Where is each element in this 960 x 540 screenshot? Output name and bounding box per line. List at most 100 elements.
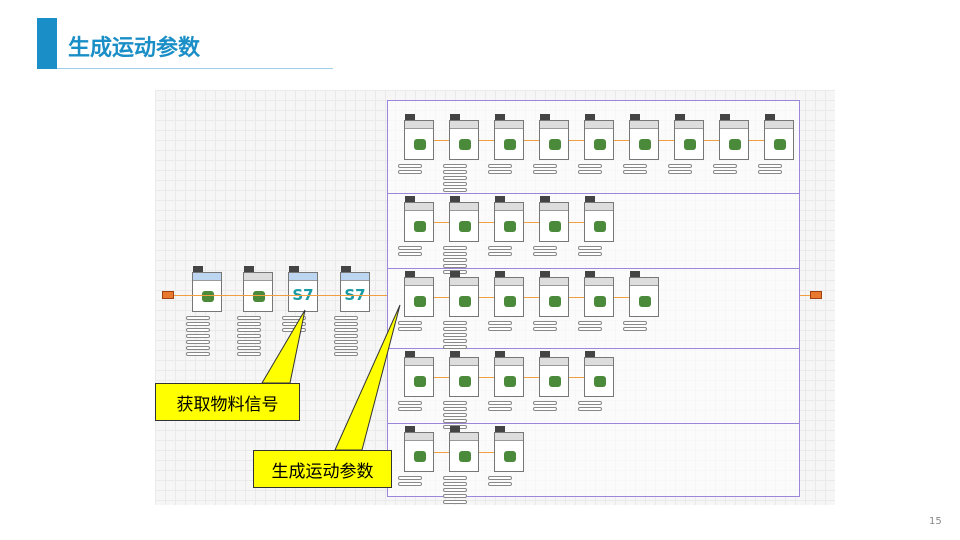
node-header (630, 278, 658, 286)
node-tag (540, 351, 550, 357)
node-port (186, 328, 210, 332)
gear-module-icon (594, 139, 606, 150)
slide-title: 生成运动参数 (68, 36, 201, 61)
node-tag (450, 114, 460, 120)
node-tag (495, 271, 505, 277)
callout-pointer-2 (334, 304, 401, 451)
diagram-node[interactable] (539, 196, 569, 242)
node-port (443, 401, 467, 405)
node-port (623, 327, 647, 331)
diagram-node[interactable] (449, 114, 479, 160)
node-port (398, 407, 422, 411)
diagram-node[interactable] (674, 114, 704, 160)
node-port (237, 334, 261, 338)
node-port (623, 164, 647, 168)
node-port (443, 258, 467, 262)
diagram-node[interactable] (404, 114, 434, 160)
connector-wire (800, 295, 810, 296)
diagram-node[interactable] (449, 196, 479, 242)
node-header (585, 121, 613, 129)
node-tag (585, 196, 595, 202)
node-port (488, 401, 512, 405)
gear-module-icon (459, 296, 471, 307)
node-port (334, 322, 358, 326)
node-port (578, 170, 602, 174)
diagram-node[interactable] (449, 351, 479, 397)
node-port (668, 164, 692, 168)
gear-module-icon (684, 139, 696, 150)
node-port (186, 322, 210, 326)
diagram-node[interactable] (584, 271, 614, 317)
gear-module-icon (414, 221, 426, 232)
node-port (334, 352, 358, 356)
gear-module-icon (549, 139, 561, 150)
node-header (540, 358, 568, 366)
diagram-node[interactable] (494, 351, 524, 397)
page-number: 15 (929, 516, 942, 527)
node-tag (405, 114, 415, 120)
node-tag (450, 426, 460, 432)
diagram-node[interactable] (584, 351, 614, 397)
node-header (495, 433, 523, 441)
diagram-node[interactable] (584, 114, 614, 160)
node-port (578, 407, 602, 411)
diagram-node[interactable] (719, 114, 749, 160)
node-port (488, 476, 512, 480)
diagram-node[interactable]: S7 (288, 266, 318, 312)
diagram-node[interactable] (584, 196, 614, 242)
node-header (405, 121, 433, 129)
node-header (450, 121, 478, 129)
diagram-node[interactable] (629, 271, 659, 317)
diagram-node[interactable] (539, 114, 569, 160)
node-header (450, 358, 478, 366)
diagram-node[interactable] (494, 426, 524, 472)
diagram-node[interactable] (629, 114, 659, 160)
gear-module-icon (504, 296, 516, 307)
diagram-node[interactable] (404, 351, 434, 397)
node-port (533, 401, 557, 405)
node-port (488, 164, 512, 168)
node-port (443, 500, 467, 504)
diagram-node[interactable] (539, 351, 569, 397)
diagram-node[interactable] (539, 271, 569, 317)
node-port (578, 246, 602, 250)
diagram-node[interactable] (449, 271, 479, 317)
diagram-node[interactable] (494, 271, 524, 317)
node-tag (540, 114, 550, 120)
node-header (540, 121, 568, 129)
node-port (443, 488, 467, 492)
node-tag (495, 196, 505, 202)
node-tag (630, 114, 640, 120)
node-header (495, 278, 523, 286)
gear-module-icon (594, 296, 606, 307)
connector-wire (174, 295, 387, 296)
node-port (398, 246, 422, 250)
node-tag (405, 271, 415, 277)
node-header (585, 203, 613, 211)
node-tag (495, 426, 505, 432)
node-header (540, 203, 568, 211)
diagram-node[interactable] (192, 266, 222, 312)
diagram-node[interactable] (404, 426, 434, 472)
node-port (758, 170, 782, 174)
diagram-node[interactable] (404, 196, 434, 242)
diagram-node[interactable] (404, 271, 434, 317)
node-header (675, 121, 703, 129)
gear-module-icon (594, 376, 606, 387)
diagram-node[interactable] (494, 196, 524, 242)
node-port (443, 252, 467, 256)
node-header (720, 121, 748, 129)
node-port (533, 164, 557, 168)
diagram-node[interactable] (764, 114, 794, 160)
node-port (282, 322, 306, 326)
node-header (405, 278, 433, 286)
diagram-node[interactable] (243, 266, 273, 312)
node-port (488, 407, 512, 411)
start-terminal (162, 291, 174, 299)
diagram-node[interactable] (494, 114, 524, 160)
node-port (443, 176, 467, 180)
diagram-node[interactable] (449, 426, 479, 472)
gear-module-icon (459, 221, 471, 232)
node-port (623, 321, 647, 325)
